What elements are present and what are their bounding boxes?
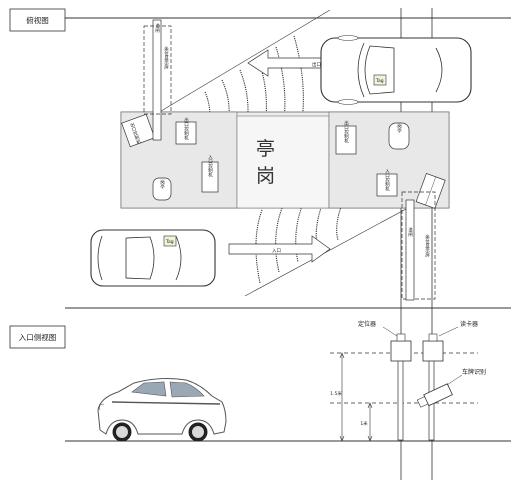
right-round-label: 岗亭 (397, 122, 402, 133)
left-display-panel (143, 25, 172, 115)
car-tag-exit (373, 74, 387, 86)
left-round-label: 岗亭 (160, 178, 165, 189)
left-exit-station: 出口控制机 (121, 113, 156, 148)
right-station-label: 出口控制机 (344, 120, 349, 145)
right-station-box (335, 125, 357, 155)
exit-controller-label: 出口控制机 (184, 117, 189, 142)
right-display-label: 余位显示屏 (425, 234, 430, 259)
right-gate-arm (405, 199, 415, 301)
entry-controller-box (376, 173, 398, 197)
reader-device (422, 340, 444, 362)
booth-center (236, 115, 330, 209)
entry-controller-label: 入口控制机 (385, 169, 390, 193)
right-gate-label: 道闸 (408, 226, 413, 238)
svg-text:出口: 出口 (312, 61, 321, 68)
left-gate-label: 道闸 (155, 22, 160, 34)
dimension-lower: 1米 (360, 402, 373, 442)
side-view-title: 入口侧视图 (19, 332, 57, 342)
left-round-unit (152, 177, 172, 201)
car-side (97, 378, 227, 442)
locator-pole (397, 357, 404, 441)
svg-text:Tag: Tag (165, 239, 174, 245)
svg-text:1米: 1米 (360, 420, 368, 427)
reader-label: 读卡器 (460, 320, 478, 328)
locator-device (390, 340, 412, 362)
plate-camera (416, 383, 453, 408)
top-view-title: 俯视图 (26, 15, 49, 25)
svg-text:入口: 入口 (272, 248, 281, 254)
right-display-panel (401, 191, 436, 300)
left-gate-arm (152, 19, 162, 141)
camera-label: 车牌识别 (462, 368, 486, 376)
left-display-label: 余位显示屏 (164, 46, 169, 71)
car-top-entry: Tag (90, 229, 216, 287)
entry-terminal-box (201, 161, 219, 193)
top-view-title-box (9, 8, 66, 32)
car-tag-entry (163, 235, 177, 247)
car-top-exit: Tag (320, 35, 472, 105)
right-tilted-unit (415, 172, 446, 209)
booth-char-top: 亭 (256, 138, 275, 160)
exit-arrow: 出口 (247, 49, 323, 77)
entry-terminal-label: 入口控制机 (208, 155, 213, 179)
svg-text:Tag: Tag (375, 78, 384, 84)
booth-char-bottom: 岗 (256, 165, 275, 187)
svg-text:1.5米: 1.5米 (330, 390, 342, 397)
right-round-unit (388, 122, 410, 150)
dimension-upper: 1.5米 (330, 352, 345, 442)
side-view-title-box (9, 325, 66, 349)
exit-controller-box (175, 121, 197, 145)
entry-arrow: 入口 (228, 235, 331, 263)
locator-label: 定位器 (358, 320, 376, 328)
